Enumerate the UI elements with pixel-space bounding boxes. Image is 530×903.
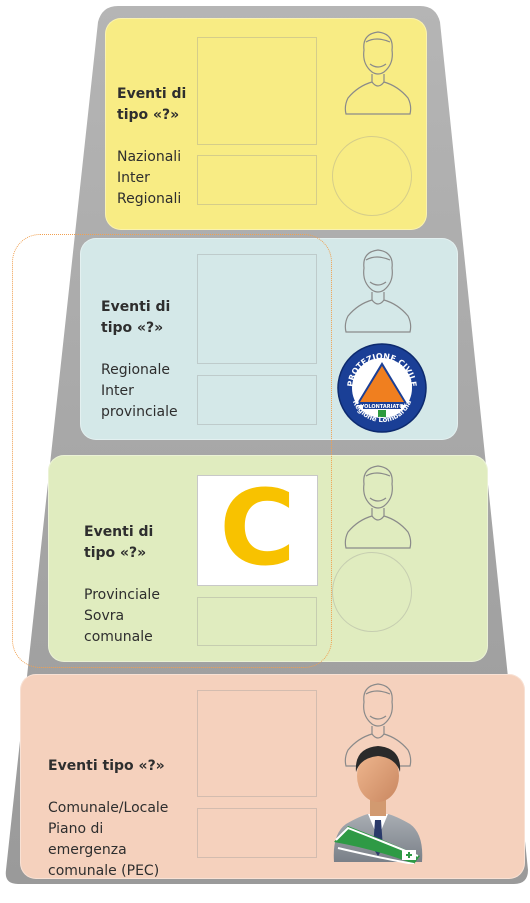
mayor-avatar-icon [333, 746, 423, 864]
tier-regional-text: Eventi di tipo «?» Regionale Inter provi… [101, 276, 178, 444]
tier-national-body: Nazionali Inter Regionali [117, 149, 182, 207]
placeholder-box [197, 808, 317, 858]
c-logo-letter: C [219, 466, 296, 589]
protezione-civile-logo: PROTEZIONE CIVILE VOLONTARIATO Regione L… [337, 343, 427, 433]
tier-municipal-body: Comunale/Locale Piano di emergenza comun… [48, 800, 169, 879]
dotted-outline [12, 234, 332, 668]
tier-municipal-title: Eventi tipo «?» [48, 758, 165, 774]
tier-provincial-title: Eventi di tipo «?» [84, 524, 154, 561]
tier-provincial-text: Eventi di tipo «?» Provinciale Sovra com… [84, 501, 160, 669]
tier-regional-title: Eventi di tipo «?» [101, 299, 171, 336]
placeholder-box [197, 37, 317, 145]
c-logo: C [197, 475, 318, 586]
placeholder-box [197, 597, 317, 646]
tier-national-title: Eventi di tipo «?» [117, 86, 187, 123]
person-outline-icon [344, 249, 412, 333]
tier-municipal [20, 674, 525, 879]
person-outline-icon [344, 31, 412, 115]
tier-municipal-text: Eventi tipo «?» Comunale/Locale Piano di… [48, 735, 168, 903]
tier-regional-body: Regionale Inter provinciale [101, 362, 178, 420]
placeholder-box [197, 375, 317, 425]
logo-center-text: VOLONTARIATO [360, 404, 403, 410]
tier-national-text: Eventi di tipo «?» Nazionali Inter Regio… [117, 63, 186, 231]
person-outline-icon [344, 465, 412, 549]
placeholder-box [197, 254, 317, 364]
placeholder-circle [332, 552, 412, 632]
placeholder-box [197, 690, 317, 797]
tier-provincial-body: Provinciale Sovra comunale [84, 587, 160, 645]
placeholder-box [197, 155, 317, 205]
placeholder-circle [332, 136, 412, 216]
